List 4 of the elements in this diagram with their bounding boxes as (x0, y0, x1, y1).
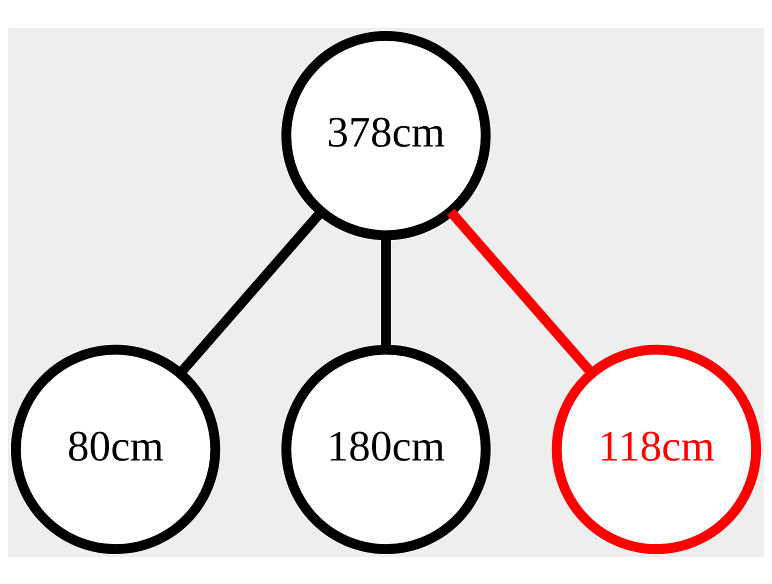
node-circle: 180cm (281, 344, 491, 554)
node-circle: 80cm (10, 344, 220, 554)
node-circle: 378cm (281, 30, 491, 240)
node-circle: 118cm (552, 344, 762, 554)
